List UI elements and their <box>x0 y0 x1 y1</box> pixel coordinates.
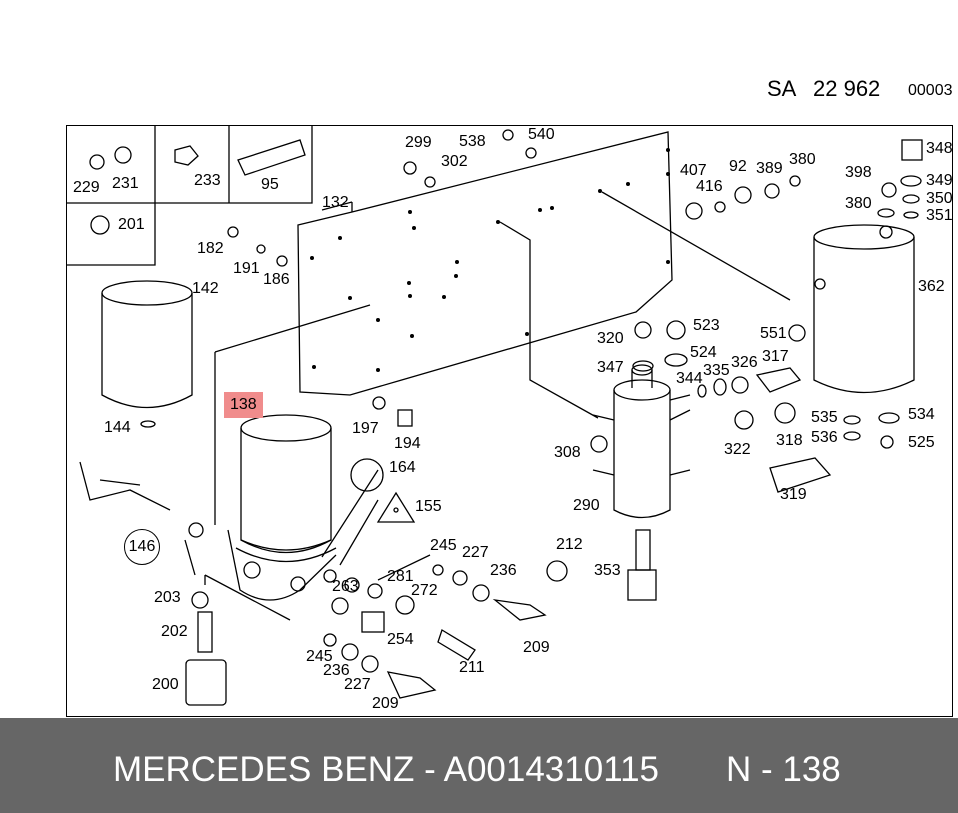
callout[interactable]: 540 <box>528 126 555 143</box>
mounting-plate <box>297 131 673 396</box>
callout[interactable]: 211 <box>459 659 485 676</box>
callout[interactable]: 344 <box>676 370 703 387</box>
callout[interactable]: 233 <box>194 172 221 189</box>
callout[interactable]: 380 <box>789 151 816 168</box>
callout[interactable]: 319 <box>780 486 807 503</box>
callout[interactable]: 197 <box>352 420 379 437</box>
callout[interactable]: 551 <box>760 325 787 342</box>
callout[interactable]: 272 <box>411 582 438 599</box>
callout[interactable]: 524 <box>690 344 717 361</box>
callout[interactable]: 209 <box>372 695 399 712</box>
callout[interactable]: 182 <box>197 240 224 257</box>
callout[interactable]: 229 <box>73 179 100 196</box>
callout[interactable]: 318 <box>776 432 803 449</box>
callout[interactable]: 320 <box>597 330 624 347</box>
callout[interactable]: 164 <box>389 459 416 476</box>
callout[interactable]: 335 <box>703 362 730 379</box>
callout[interactable]: 350 <box>926 190 953 207</box>
callout[interactable]: 191 <box>233 260 260 277</box>
callout[interactable]: 227 <box>344 676 371 693</box>
callout[interactable]: 538 <box>459 133 486 150</box>
callout[interactable]: 398 <box>845 164 872 181</box>
callout[interactable]: 317 <box>762 348 789 365</box>
callout[interactable]: 227 <box>462 544 489 561</box>
small-parts <box>79 129 923 706</box>
callout[interactable]: 144 <box>104 419 131 436</box>
callout[interactable]: 186 <box>263 271 290 288</box>
callout[interactable]: 322 <box>724 441 751 458</box>
footer-banner: MERCEDES BENZ - A0014310115 N - 138 <box>0 718 958 813</box>
reservoir-362 <box>813 224 915 394</box>
callout[interactable]: 353 <box>594 562 621 579</box>
sa-label: SA <box>767 76 797 101</box>
plate-holes <box>310 148 670 372</box>
callout[interactable]: 407 <box>680 162 707 179</box>
callout[interactable]: 290 <box>573 497 600 514</box>
callout-circled[interactable]: 146 <box>124 529 160 565</box>
callout[interactable]: 231 <box>112 175 139 192</box>
callout[interactable]: 535 <box>811 409 838 426</box>
callout[interactable]: 362 <box>918 278 945 295</box>
callout[interactable]: 326 <box>731 354 758 371</box>
callout[interactable]: 92 <box>729 158 747 175</box>
callout[interactable]: 348 <box>926 140 953 157</box>
callout[interactable]: 536 <box>811 429 838 446</box>
callout[interactable]: 416 <box>696 178 723 195</box>
callout[interactable]: 263 <box>332 578 359 595</box>
callout[interactable]: 389 <box>756 160 783 177</box>
inset-box-lines <box>66 125 313 266</box>
callout[interactable]: 95 <box>261 176 279 193</box>
callout[interactable]: 200 <box>152 676 179 693</box>
callout[interactable]: 380 <box>845 195 872 212</box>
callout[interactable]: 308 <box>554 444 581 461</box>
callout[interactable]: 132 <box>322 194 349 211</box>
callout-highlighted[interactable]: 138 <box>224 392 263 418</box>
callout[interactable]: 212 <box>556 536 583 553</box>
callout[interactable]: 281 <box>387 568 414 585</box>
air-dryer-138 <box>227 414 337 601</box>
callout[interactable]: 349 <box>926 172 953 189</box>
callout[interactable]: 534 <box>908 406 935 423</box>
filter-142 <box>101 280 193 409</box>
callout[interactable]: 523 <box>693 317 720 334</box>
callout[interactable]: 245 <box>306 648 333 665</box>
callout[interactable]: 236 <box>323 662 350 679</box>
callout[interactable]: 299 <box>405 134 432 151</box>
callout[interactable]: 155 <box>415 498 442 515</box>
diagram-frame <box>66 125 953 717</box>
callout[interactable]: 209 <box>523 639 550 656</box>
callout[interactable]: 254 <box>387 631 414 648</box>
callout[interactable]: 201 <box>118 216 145 233</box>
callout[interactable]: 236 <box>490 562 517 579</box>
sa-number: 22 962 <box>813 76 881 101</box>
callout[interactable]: 351 <box>926 207 953 224</box>
valve-290 <box>592 364 691 601</box>
callout[interactable]: 142 <box>192 280 219 297</box>
callout[interactable]: 245 <box>430 537 457 554</box>
callout[interactable]: 302 <box>441 153 468 170</box>
brand-part-number: MERCEDES BENZ - A0014310115 <box>113 750 660 789</box>
callout[interactable]: 203 <box>154 589 181 606</box>
callout[interactable]: 347 <box>597 359 624 376</box>
diagram-position: N - 138 <box>726 750 841 789</box>
sheet-number: 00003 <box>908 82 953 99</box>
callout[interactable]: 194 <box>394 435 421 452</box>
callout[interactable]: 525 <box>908 434 935 451</box>
callout[interactable]: 202 <box>161 623 188 640</box>
